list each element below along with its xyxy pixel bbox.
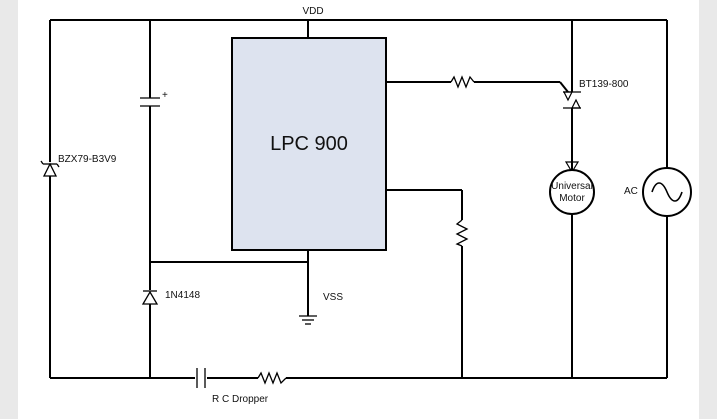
ac-label: AC (624, 186, 638, 197)
zener-label: BZX79-B3V9 (58, 154, 117, 165)
motor-terminal-arrow (564, 161, 580, 174)
sine-wave-icon (651, 182, 683, 202)
right-margin-band (699, 0, 717, 419)
ground-symbol (299, 315, 317, 325)
triac-symbol (563, 91, 581, 109)
mcu-chip (231, 37, 387, 251)
vdd-label: VDD (302, 6, 323, 17)
motor-label-line1: Universal (551, 181, 593, 192)
motor-label-line2: Motor (559, 193, 585, 204)
triac-label: BT139-800 (579, 79, 629, 90)
mcu-chip-label: LPC 900 (270, 133, 348, 155)
capacitor-plus-label: + (162, 90, 168, 101)
capacitor-symbol (140, 97, 160, 107)
diode-1n4148-symbol (141, 290, 159, 305)
dropper-capacitor-symbol (196, 368, 206, 388)
gate-resistor-symbol (450, 75, 475, 89)
left-margin-band (0, 0, 18, 419)
zener-diode-symbol (40, 160, 60, 177)
gate-wire-diag (559, 81, 569, 93)
diode-label: 1N4148 (165, 290, 200, 301)
sense-resistor-symbol (455, 219, 469, 247)
vss-label: VSS (323, 292, 343, 303)
dropper-label: R C Dropper (212, 394, 269, 405)
dropper-resistor-symbol (257, 371, 287, 385)
universal-motor-symbol (549, 169, 595, 215)
